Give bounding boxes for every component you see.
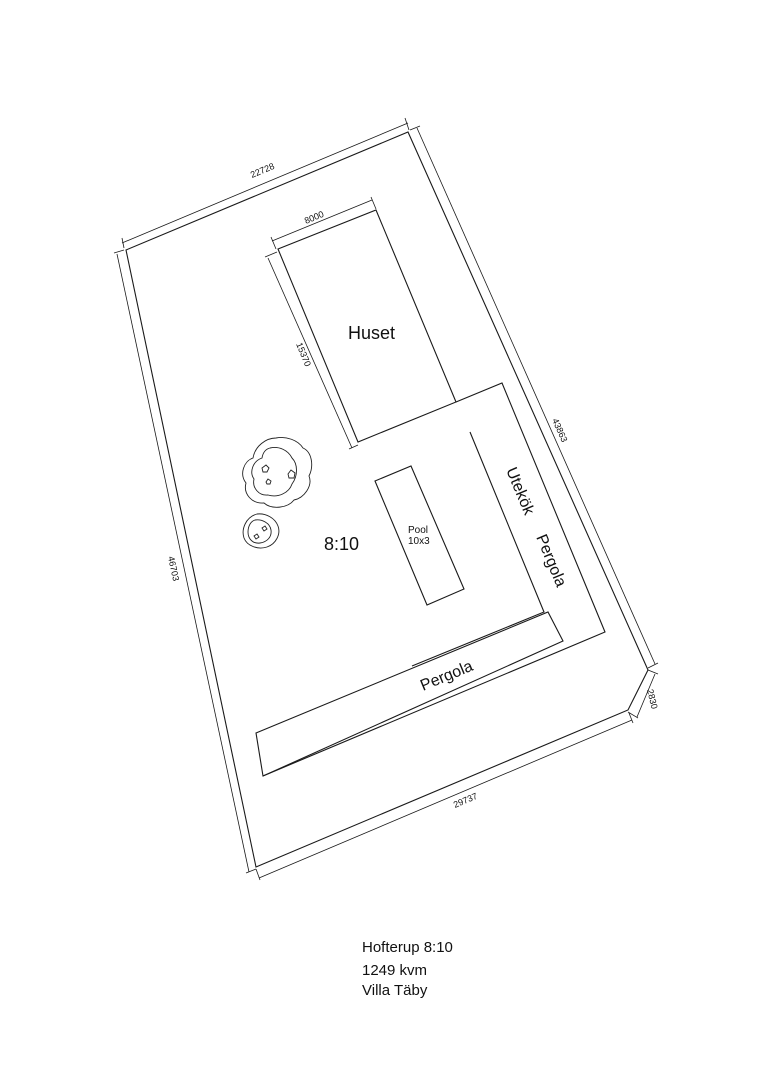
caption-area: 1249 kvm <box>362 962 428 979</box>
dimension-bottom: 29737 <box>255 712 634 881</box>
dimension-top-label: 22728 <box>249 161 276 180</box>
dimension-left-label: 46703 <box>166 555 181 582</box>
shrub-icon <box>242 513 280 549</box>
dimension-right-label: 43863 <box>550 417 569 444</box>
caption-title: Hofterup 8:10 <box>362 939 453 956</box>
pergola-bottom-label: Pergola <box>418 658 476 695</box>
dimension-bottom-label: 29737 <box>452 791 479 810</box>
dimension-house-width: 8000 <box>270 196 377 250</box>
dimension-corner: 2830 <box>627 669 660 719</box>
dimension-house-length-label: 15370 <box>294 341 313 368</box>
outdoor-kitchen-outline <box>262 382 606 777</box>
dimension-corner-label: 2830 <box>645 688 660 710</box>
house-label: Huset <box>348 323 395 343</box>
pergola-bottom-outline <box>255 611 564 777</box>
caption-subtitle: Villa Täby <box>362 982 428 999</box>
pool-size-label: 10x3 <box>408 536 430 547</box>
pool-label: Pool <box>408 525 428 536</box>
dimension-house-length: 15370 <box>264 251 359 450</box>
pergola-side-label: Pergola <box>532 532 569 590</box>
dimension-left: 46703 <box>113 249 257 874</box>
plot-label: 8:10 <box>324 534 359 554</box>
dimension-top: 22728 <box>121 117 410 249</box>
outdoor-kitchen-label: Utekök <box>502 465 537 518</box>
tree-icon <box>242 437 313 508</box>
pool-outline <box>374 465 465 606</box>
pergola-side-outline <box>411 431 545 667</box>
plan-caption: Hofterup 8:10 1249 kvm Villa Täby <box>362 938 453 1001</box>
plot-boundary <box>125 131 649 868</box>
